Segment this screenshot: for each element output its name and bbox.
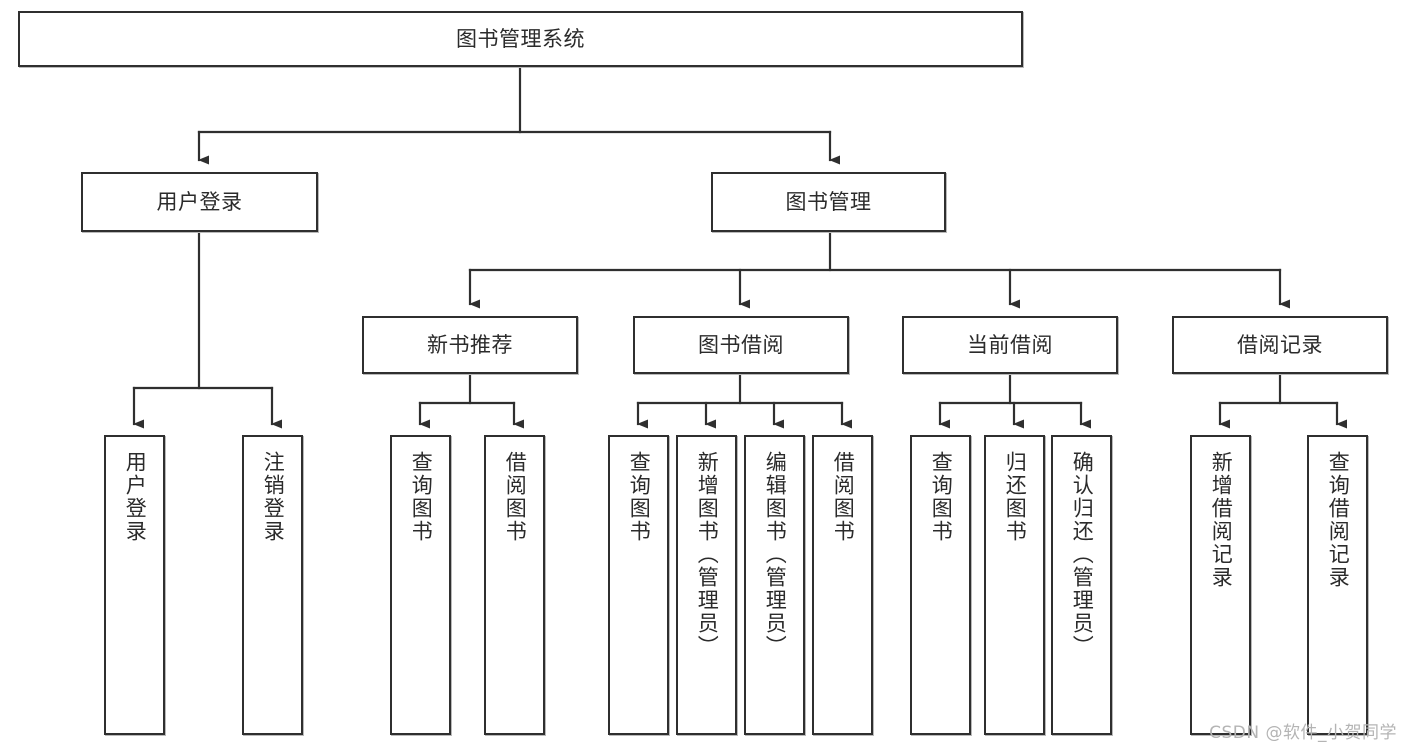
node-borrow-record[interactable]: 借阅记录 bbox=[1172, 316, 1388, 374]
node-leaf-borrow-book-label: 借阅图书 bbox=[831, 451, 856, 543]
node-leaf-user-logout[interactable]: 注销登录 bbox=[242, 435, 303, 735]
node-book-borrow-label: 图书借阅 bbox=[698, 332, 784, 357]
node-book-borrow[interactable]: 图书借阅 bbox=[633, 316, 849, 374]
node-leaf-user-login[interactable]: 用户登录 bbox=[104, 435, 165, 735]
node-leaf-query-book-recommend[interactable]: 查询图书 bbox=[390, 435, 451, 735]
node-leaf-return-book-label: 归还图书 bbox=[1003, 451, 1028, 543]
node-leaf-query-book-recommend-label: 查询图书 bbox=[409, 451, 434, 543]
node-leaf-add-book-admin[interactable]: 新增图书（管理员） bbox=[676, 435, 737, 735]
node-leaf-query-borrow-record-label: 查询借阅记录 bbox=[1326, 451, 1351, 589]
node-leaf-return-book[interactable]: 归还图书 bbox=[984, 435, 1045, 735]
node-leaf-confirm-return-admin-label: 确认归还（管理员） bbox=[1070, 451, 1095, 658]
node-current-borrow-label: 当前借阅 bbox=[967, 332, 1053, 357]
node-leaf-borrow-book-recommend-label: 借阅图书 bbox=[503, 451, 528, 543]
node-leaf-add-borrow-record-label: 新增借阅记录 bbox=[1209, 451, 1234, 589]
node-leaf-query-book-current-label: 查询图书 bbox=[929, 451, 954, 543]
node-user-login-label: 用户登录 bbox=[156, 189, 243, 214]
node-leaf-query-book-borrow[interactable]: 查询图书 bbox=[608, 435, 669, 735]
node-book-management-label: 图书管理 bbox=[785, 189, 872, 214]
node-leaf-borrow-book[interactable]: 借阅图书 bbox=[812, 435, 873, 735]
csdn-watermark: CSDN @软件_小贺同学 bbox=[1209, 723, 1397, 743]
node-leaf-edit-book-admin-label: 编辑图书（管理员） bbox=[763, 451, 788, 658]
node-leaf-query-book-borrow-label: 查询图书 bbox=[627, 451, 652, 543]
node-leaf-edit-book-admin[interactable]: 编辑图书（管理员） bbox=[744, 435, 805, 735]
node-current-borrow[interactable]: 当前借阅 bbox=[902, 316, 1118, 374]
node-new-book-recommend[interactable]: 新书推荐 bbox=[362, 316, 578, 374]
node-leaf-query-book-current[interactable]: 查询图书 bbox=[910, 435, 971, 735]
node-leaf-query-borrow-record[interactable]: 查询借阅记录 bbox=[1307, 435, 1368, 735]
node-leaf-user-logout-label: 注销登录 bbox=[261, 451, 286, 543]
node-root-label: 图书管理系统 bbox=[456, 26, 585, 51]
node-leaf-confirm-return-admin[interactable]: 确认归还（管理员） bbox=[1051, 435, 1112, 735]
node-new-book-recommend-label: 新书推荐 bbox=[427, 332, 513, 357]
node-root[interactable]: 图书管理系统 bbox=[18, 11, 1023, 67]
node-borrow-record-label: 借阅记录 bbox=[1237, 332, 1323, 357]
node-leaf-add-borrow-record[interactable]: 新增借阅记录 bbox=[1190, 435, 1251, 735]
node-leaf-add-book-admin-label: 新增图书（管理员） bbox=[695, 451, 720, 658]
node-leaf-borrow-book-recommend[interactable]: 借阅图书 bbox=[484, 435, 545, 735]
node-book-management[interactable]: 图书管理 bbox=[711, 172, 946, 232]
node-leaf-user-login-label: 用户登录 bbox=[123, 451, 148, 543]
node-user-login[interactable]: 用户登录 bbox=[81, 172, 318, 232]
